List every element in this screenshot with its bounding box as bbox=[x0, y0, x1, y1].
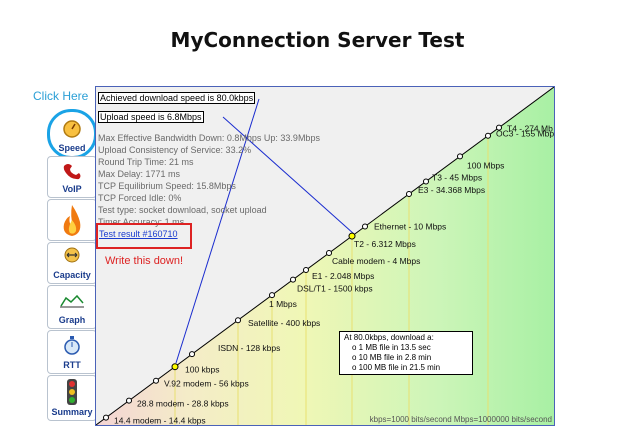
scale-marker bbox=[290, 276, 296, 283]
scale-label: V.92 modem - 56 kbps bbox=[164, 379, 249, 389]
tab-summary[interactable]: Summary bbox=[47, 375, 97, 421]
capacity-arrows-icon bbox=[64, 247, 80, 263]
scale-label: Ethernet - 10 Mbps bbox=[374, 221, 446, 231]
stat-line: TCP Forced Idle: 0% bbox=[98, 193, 182, 203]
scale-marker bbox=[103, 414, 109, 421]
scale-marker bbox=[153, 377, 159, 384]
scale-marker bbox=[457, 153, 463, 160]
upload-speed-result: Upload speed is 6.8Mbps bbox=[98, 111, 204, 123]
tab-capacity[interactable]: Capacity bbox=[47, 242, 97, 284]
phone-icon bbox=[63, 164, 81, 180]
tab-label: Graph bbox=[58, 315, 86, 325]
scale-marker bbox=[235, 317, 241, 324]
scale-marker bbox=[126, 397, 132, 404]
download-time-heading: At 80.0kbps, download a: bbox=[344, 333, 434, 342]
scale-label: 14.4 modem - 14.4 kbps bbox=[114, 416, 206, 425]
scale-label: 1 Mbps bbox=[269, 299, 297, 309]
stat-line: Test type: socket download, socket uploa… bbox=[98, 205, 267, 215]
scale-label: 28.8 modem - 28.8 kbps bbox=[137, 399, 229, 409]
scale-label: T2 - 6.312 Mbps bbox=[354, 239, 416, 249]
speedometer-icon bbox=[63, 120, 81, 138]
tab-graph[interactable]: Graph bbox=[47, 285, 97, 329]
download-time-box: At 80.0kbps, download a: o 1 MB file in … bbox=[339, 331, 473, 375]
tab-flame[interactable] bbox=[47, 199, 97, 241]
stat-line: Max Delay: 1771 ms bbox=[98, 169, 181, 179]
graph-icon bbox=[60, 294, 84, 308]
download-time-row: o 10 MB file in 2.8 min bbox=[352, 353, 432, 362]
download-speed-result: Achieved download speed is 80.0kbps bbox=[98, 92, 256, 104]
tab-speed[interactable]: Speed bbox=[47, 109, 97, 159]
scale-label: ISDN - 128 kbps bbox=[218, 343, 280, 353]
tab-label: Speed bbox=[58, 143, 86, 153]
page-title: MyConnection Server Test bbox=[170, 28, 465, 52]
scale-label: Cable modem - 4 Mbps bbox=[332, 256, 420, 266]
stat-line: Timer Accuracy: 1 ms bbox=[98, 217, 185, 227]
tab-label: Capacity bbox=[53, 270, 91, 280]
scale-markers: 14.4 modem - 14.4 kbps 28.8 modem - 28.8 … bbox=[103, 124, 554, 425]
scale-marker bbox=[303, 267, 309, 274]
flame-icon bbox=[63, 205, 81, 236]
tab-label: RTT bbox=[63, 360, 81, 370]
download-pointer-line bbox=[175, 98, 260, 364]
stopwatch-icon bbox=[64, 336, 80, 355]
test-result-link[interactable]: Test result #160710 bbox=[99, 229, 178, 239]
scale-label: T4 - 274 Mb bbox=[507, 124, 553, 134]
scale-label: E1 - 2.048 Mbps bbox=[312, 271, 374, 281]
scale-marker bbox=[269, 292, 275, 299]
write-down-note: Write this down! bbox=[105, 255, 184, 267]
traffic-light-icon bbox=[67, 379, 77, 405]
scale-marker bbox=[496, 124, 502, 131]
tab-label: Summary bbox=[51, 407, 93, 417]
scale-label: DSL/T1 - 1500 kbps bbox=[297, 284, 373, 294]
click-here-hint: Click Here bbox=[33, 89, 89, 103]
scale-label: Satellite - 400 kbps bbox=[248, 318, 320, 328]
upload-pointer-line bbox=[222, 116, 355, 235]
tab-voip[interactable]: VoIP bbox=[47, 156, 97, 198]
download-time-row: o 1 MB file in 13.5 sec bbox=[352, 343, 431, 352]
download-time-row: o 100 MB file in 21.5 min bbox=[352, 363, 441, 372]
threshold-lines bbox=[174, 135, 489, 425]
unit-footnote: kbps=1000 bits/second Mbps=1000000 bits/… bbox=[369, 415, 552, 424]
scale-marker bbox=[423, 178, 429, 185]
stat-line: Upload Consistency of Service: 33.2% bbox=[98, 145, 252, 155]
speed-chart-panel: 14.4 modem - 14.4 kbps 28.8 modem - 28.8 … bbox=[95, 86, 555, 426]
tab-rtt[interactable]: RTT bbox=[47, 330, 97, 374]
stat-line: Max Effective Bandwidth Down: 0.8Mbps Up… bbox=[98, 133, 320, 143]
scale-marker bbox=[362, 223, 368, 230]
scale-marker bbox=[485, 132, 491, 139]
scale-marker bbox=[326, 250, 332, 257]
scale-label: 100 Mbps bbox=[467, 160, 504, 170]
scale-marker bbox=[189, 351, 195, 358]
scale-label: E3 - 34.368 Mbps bbox=[418, 185, 485, 195]
test-result-highlight bbox=[96, 223, 192, 249]
stat-line: Round Trip Time: 21 ms bbox=[98, 157, 194, 167]
stat-line: TCP Equilibrium Speed: 15.8Mbps bbox=[98, 181, 236, 191]
scale-label: T3 - 45 Mbps bbox=[432, 172, 482, 182]
scale-label: OC3 - 155 Mbps bbox=[496, 129, 554, 139]
scale-marker bbox=[406, 191, 412, 198]
scale-marker bbox=[348, 232, 356, 240]
scale-marker bbox=[171, 363, 179, 371]
scale-label: 100 kbps bbox=[185, 365, 220, 375]
tab-label: VoIP bbox=[62, 184, 82, 194]
